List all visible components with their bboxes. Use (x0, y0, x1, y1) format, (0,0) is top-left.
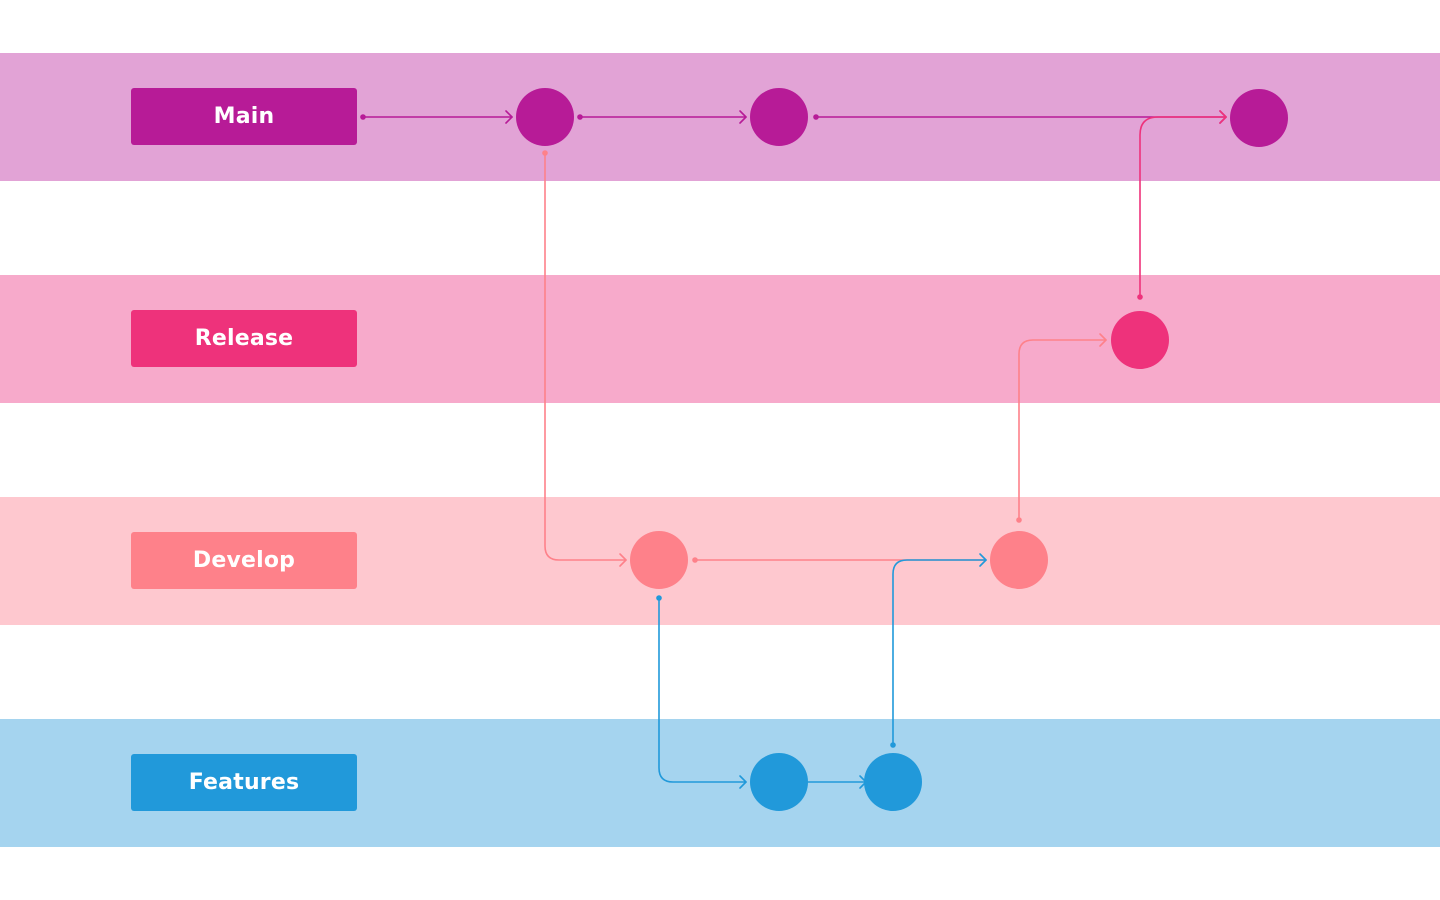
edge-develop-to-feature-arrowhead (739, 775, 747, 789)
commit-main-1 (516, 88, 574, 146)
lane-label-main: Main (131, 88, 357, 145)
edge-main-label-to-c1 (360, 110, 513, 124)
commits (516, 88, 1288, 811)
edge-feature-c1-to-c2 (807, 775, 867, 789)
edge-develop-to-feature-line (658, 597, 747, 783)
edge-main-c1-to-c2 (577, 110, 747, 124)
edge-release-to-main-start-dot (1137, 294, 1143, 300)
edge-release-to-main-line (1139, 116, 1227, 298)
edge-main-to-develop-arrowhead (619, 553, 627, 567)
edge-develop-to-release-start-dot (1016, 517, 1022, 523)
commit-feature-2 (864, 753, 922, 811)
edge-develop-to-release-line (1018, 339, 1107, 521)
edge-feature-to-develop-arrowhead (979, 553, 987, 567)
edge-develop-to-release-arrowhead (1099, 333, 1107, 347)
edge-main-label-to-c1-arrowhead (505, 110, 513, 124)
edge-release-to-main (1137, 110, 1227, 300)
edge-develop-c1-to-c2-start-dot (692, 557, 698, 563)
commit-develop-2 (990, 531, 1048, 589)
edge-main-c1-to-c2-arrowhead (739, 110, 747, 124)
edge-main-c2-to-c3-start-dot (813, 114, 819, 120)
commit-feature-1 (750, 753, 808, 811)
edge-main-to-develop (542, 150, 627, 567)
edge-feature-to-develop-line (892, 559, 987, 746)
edge-develop-to-release (1016, 333, 1107, 523)
edge-develop-to-feature (656, 595, 747, 789)
edge-develop-to-feature-start-dot (656, 595, 662, 601)
commit-main-3 (1230, 89, 1288, 147)
connectors (360, 110, 1227, 789)
edge-feature-to-develop-start-dot (890, 742, 896, 748)
lane-label-develop: Develop (131, 532, 357, 589)
edge-feature-to-develop (890, 553, 987, 748)
edge-release-to-main-arrowhead (1219, 110, 1227, 124)
edge-main-to-develop-start-dot (542, 150, 548, 156)
lane-label-release: Release (131, 310, 357, 367)
commit-develop-1 (630, 531, 688, 589)
commit-main-2 (750, 88, 808, 146)
lane-label-features: Features (131, 754, 357, 811)
commit-release-1 (1111, 311, 1169, 369)
edge-main-label-to-c1-start-dot (360, 114, 366, 120)
edge-main-c1-to-c2-start-dot (577, 114, 583, 120)
edge-main-to-develop-line (544, 152, 627, 561)
